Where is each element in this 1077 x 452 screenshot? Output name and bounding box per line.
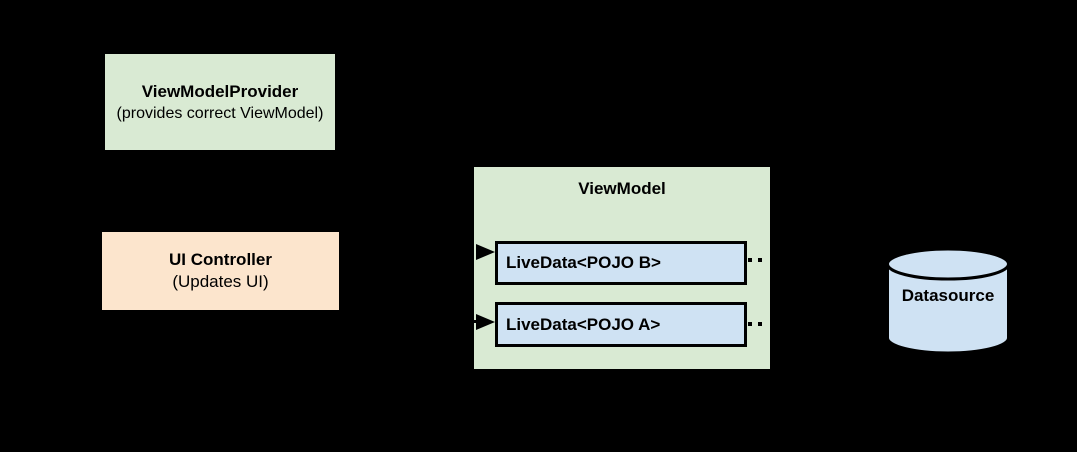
dotted-connector bbox=[748, 322, 752, 326]
viewmodelprovider-title: ViewModelProvider bbox=[141, 81, 299, 101]
viewmodelprovider-subtitle: (provides correct ViewModel) bbox=[116, 104, 324, 122]
datasource-cylinder-icon bbox=[886, 247, 1010, 355]
arrow-right-icon bbox=[476, 313, 495, 330]
viewmodel-box: ViewModel LiveData<POJO B> LiveData<POJO… bbox=[474, 167, 770, 369]
ui-controller-subtitle: (Updates UI) bbox=[172, 272, 269, 291]
ui-controller-title: UI Controller bbox=[169, 250, 272, 269]
livedata-pojo-b-label: LiveData<POJO B> bbox=[506, 253, 661, 272]
livedata-pojo-a-box: LiveData<POJO A> bbox=[495, 302, 747, 347]
dotted-connector bbox=[748, 258, 752, 262]
livedata-pojo-a-label: LiveData<POJO A> bbox=[506, 314, 661, 334]
viewmodel-title: ViewModel bbox=[578, 179, 666, 198]
arrow-right-icon bbox=[476, 243, 495, 260]
datasource-label: Datasource bbox=[901, 286, 995, 305]
dotted-connector bbox=[758, 322, 762, 326]
viewmodelprovider-box: ViewModelProvider (provides correct View… bbox=[105, 54, 335, 150]
dotted-connector bbox=[758, 258, 762, 262]
livedata-pojo-b-box: LiveData<POJO B> bbox=[495, 241, 747, 285]
connector-line-stub bbox=[474, 320, 477, 323]
ui-controller-box: UI Controller (Updates UI) bbox=[102, 232, 339, 310]
